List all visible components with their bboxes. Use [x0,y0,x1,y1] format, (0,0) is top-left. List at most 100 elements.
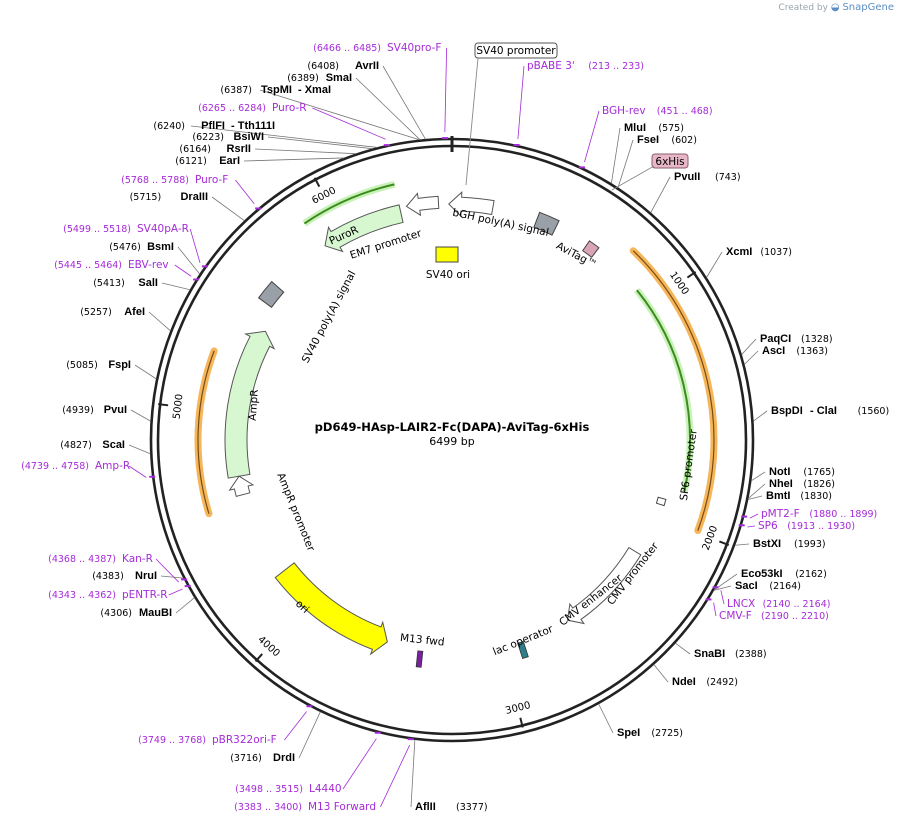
primer-leader-sp6 [747,525,756,528]
site-name-maubi: MauBI [139,607,172,619]
primer-name-lncx: LNCX [727,598,755,610]
site-name-asci: AscI [762,345,785,357]
site-name-fspi: FspI [108,359,131,371]
primer-leader-kan-r [155,558,180,583]
tick-1000 [686,271,697,279]
primer-leader-pentr-r [168,588,183,596]
credit-brand: SnapGene [842,2,894,13]
tick-label-4000: 4000 [255,634,281,659]
feature-sv40pa-label: SV40 poly(A) signal [300,269,359,365]
site-leader-draiii [211,196,245,221]
site-spei: SpeI (2725) [617,727,683,739]
site-pos-aflii: (3377) [456,802,488,813]
primer-range-pmt2-f: (1880 .. 1899) [809,509,877,520]
primer-range-lncx: (2140 .. 2164) [763,599,831,610]
site-saci: SacI(2164) [735,580,801,592]
site-leader-scai [128,444,151,455]
site-bspdi: BspDI- ClaI(1560) [771,405,889,417]
ampr-promoter-arrow [228,475,255,497]
site-name-draiii: DraIII [180,191,208,203]
primer-range-cmv-f: (2190 .. 2210) [761,611,829,622]
site-name-spei: SpeI [617,727,640,739]
site-leader-maubi [175,597,195,614]
site-leader-eari [243,157,345,162]
primer-name-l4440: L4440 [309,783,342,795]
primer-leader-amp-r [128,465,147,478]
site-leader-aflii [410,739,416,808]
site-pos-noti: (1765) [803,467,835,478]
site-leader-paqci [741,338,757,355]
primer-name-bgh-rev: BGH-rev [602,105,646,117]
snapgene-logo-icon: ◒ [830,2,840,13]
features-layer [194,180,718,668]
site-name-eco53ki: Eco53kI [741,568,783,580]
site-name2-bspdi: - ClaI [810,405,837,417]
leader-lines-layer [128,47,768,808]
site-leader-spei [598,703,614,734]
primer-range-pentr-r: (4343 .. 4362) [48,590,116,601]
site-leader-bmti [747,495,763,500]
primer-name-sv40pa-r: SV40pA-R [137,223,189,235]
primer-pbr322ori-f: (3749 .. 3768)pBR322ori-F [138,734,277,746]
site-pos-drdi: (3716) [230,753,262,764]
site-leader-pvuii [650,176,671,213]
site-name-sali: SalI [138,277,158,289]
site-pos-scai: (4827) [60,440,92,451]
feature-m13fwd-label: M13 fwd [399,632,445,649]
site-leader-smai [355,77,421,140]
tick-label-2000: 2000 [701,524,720,552]
site-name-aflii: AflII [415,801,436,813]
primer-leader-pmt2-f [749,513,759,519]
primer-range-ebv-rev: (5445 .. 5464) [54,260,122,271]
site-name-drdi: DrdI [273,752,295,764]
site-maubi: MauBI(4306) [100,607,172,619]
site-afei: AfeI(5257) [80,306,145,318]
primer-sv40pro-f: (6466 .. 6485)SV40pro-F [313,42,441,54]
site-leader-bsmi [177,246,200,275]
primer-range-l4440: (3498 .. 3515) [235,784,303,795]
primer-range-sp6: (1913 .. 1930) [787,521,855,532]
sv40-polya-box-icon [257,280,285,309]
site-drdi: DrdI (3716) [230,752,295,764]
puror-arrow [324,204,404,253]
primer-leader-m13-forward [380,744,411,808]
avitag-box-icon [581,240,600,258]
site-pos-pflfi: (6240) [153,121,185,132]
site-bsiwi: BsiWI(6223) [192,131,264,143]
site-pos-saci: (2164) [769,581,801,592]
plasmid-name: pD649-HAsp-LAIR2-Fc(DAPA)-AviTag-6xHis [315,420,590,434]
primer-leader-pbabe-3- [517,65,525,140]
site-pos-bsmi: (5476) [109,242,141,253]
primer-pmt2-f: pMT2-F(1880 .. 1899) [761,508,877,520]
sp6-promoter-icon [655,496,667,507]
site-nhei: NheI(1826) [769,478,835,490]
site-name-bmti: BmtI [766,490,790,502]
labels-layer: MluI(575)FseI(602)PvuII(743)XcmI(1037)Pa… [21,42,889,813]
site-name-scai: ScaI [102,439,125,451]
site-leader-tspmi [259,89,420,141]
primer-name-m13-forward: M13 Forward [308,801,376,813]
site-leader-sali [161,282,191,291]
site-leader-bsiwi [267,136,373,150]
site-name-fsei: FseI [637,134,659,146]
primer-range-m13-forward: (3383 .. 3400) [234,802,302,813]
site-nrui: NruI(4383) [92,570,157,582]
site-pos-smai: (6389) [287,73,319,84]
site-name-mlui: MluI [624,122,646,134]
site-leader-rsrii [254,148,356,155]
site-pos-afei: (5257) [80,307,112,318]
primer-name-puro-f: Puro-F [195,174,228,186]
plasmid-length: 6499 bp [429,435,474,448]
site-pos-tspmi: (6387) [220,85,252,96]
primer-name-pbr322ori-f: pBR322ori-F [212,734,277,746]
site-leader-asci [744,350,759,365]
site-pos-spei: (2725) [651,728,683,739]
site-leader-nhei [748,483,766,499]
site-name2-pflfi: - Tth111I [231,120,275,132]
site-leader-avrii [382,65,426,140]
site-pos-fsei: (602) [671,135,697,146]
primer-ebv-rev: (5445 .. 5464)EBV-rev [54,259,169,271]
site-pos-paqci: (1328) [801,334,833,345]
primer-l4440: (3498 .. 3515) L4440 [235,783,341,795]
site-name-noti: NotI [769,466,790,478]
